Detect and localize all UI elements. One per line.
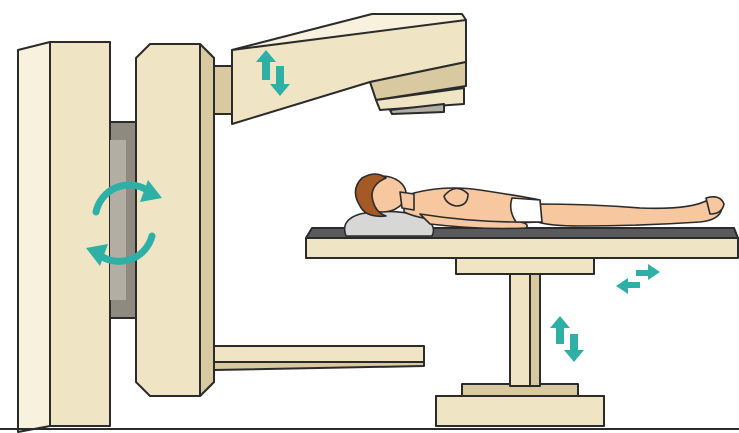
couch-vertical-arrows-icon bbox=[550, 316, 584, 362]
gantry-arm bbox=[214, 14, 466, 124]
gantry-drum bbox=[136, 44, 214, 396]
treatment-couch bbox=[306, 228, 738, 426]
patient bbox=[345, 174, 724, 236]
gantry-stand bbox=[18, 42, 138, 432]
couch-horizontal-arrows-icon bbox=[616, 264, 660, 294]
beam-stopper-arm bbox=[214, 346, 424, 370]
